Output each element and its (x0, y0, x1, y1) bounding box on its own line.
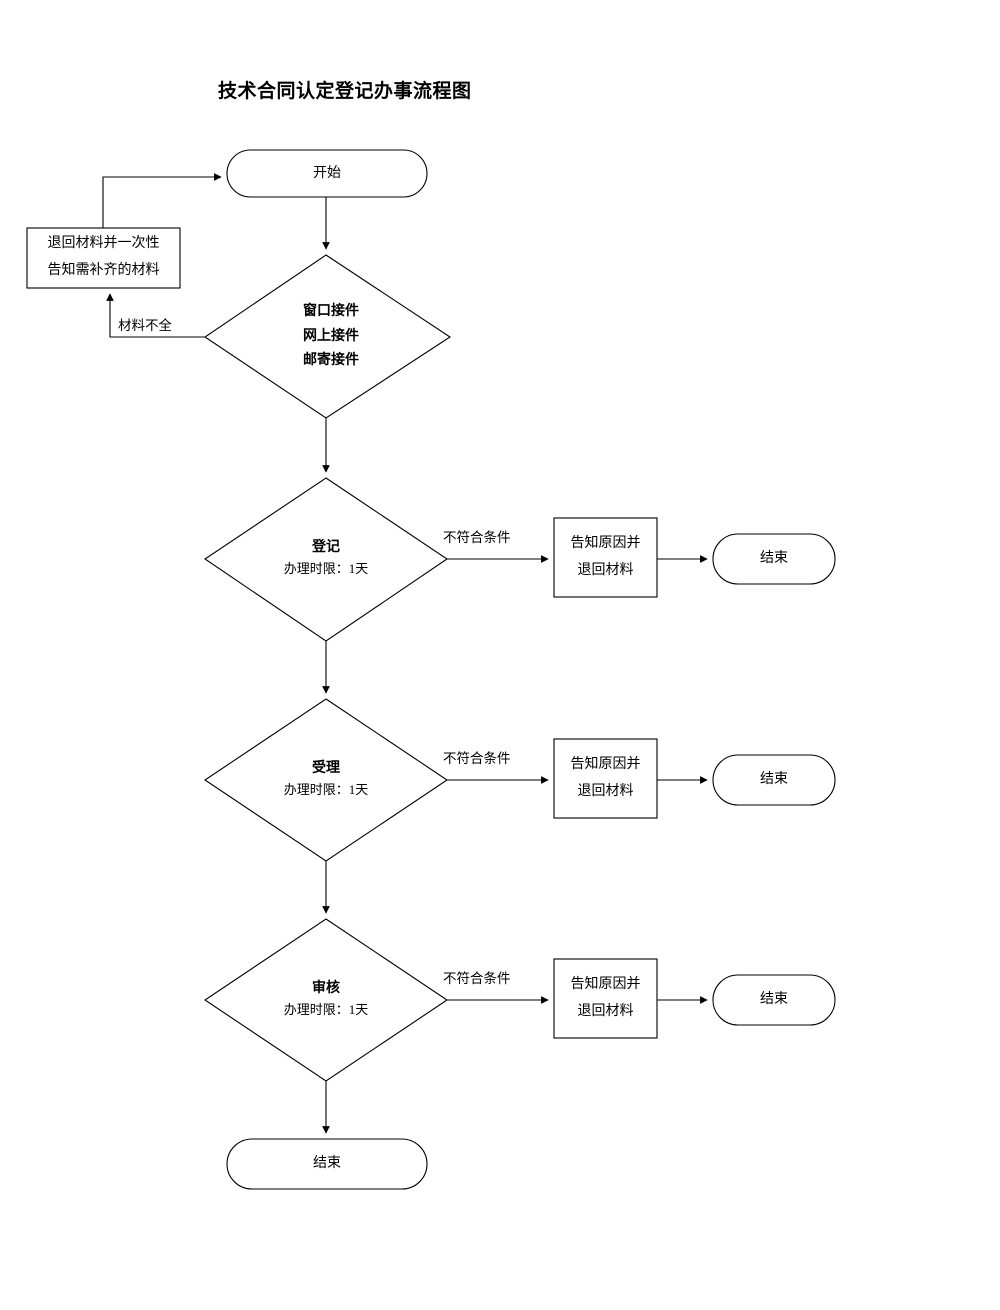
node-notify-review-shape (553, 958, 658, 1039)
node-acceptance-shape (204, 698, 448, 862)
node-notify-registration-shape (553, 517, 658, 598)
node-end-registration-shape (712, 533, 836, 585)
node-intake-shape (204, 254, 452, 419)
node-end-final-shape (226, 1138, 428, 1190)
connector-return-materials-to-start (102, 173, 222, 228)
node-end-acceptance-shape (712, 754, 836, 806)
node-registration-shape (204, 477, 448, 642)
node-end-review-shape (712, 974, 836, 1026)
node-notify-acceptance-shape (553, 738, 658, 819)
node-review-shape (204, 918, 448, 1082)
connector-intake-to-return-materials (106, 293, 205, 338)
node-return-materials-shape (26, 227, 181, 289)
node-start-shape (226, 149, 428, 198)
page-title: 技术合同认定登记办事流程图 (218, 81, 472, 102)
